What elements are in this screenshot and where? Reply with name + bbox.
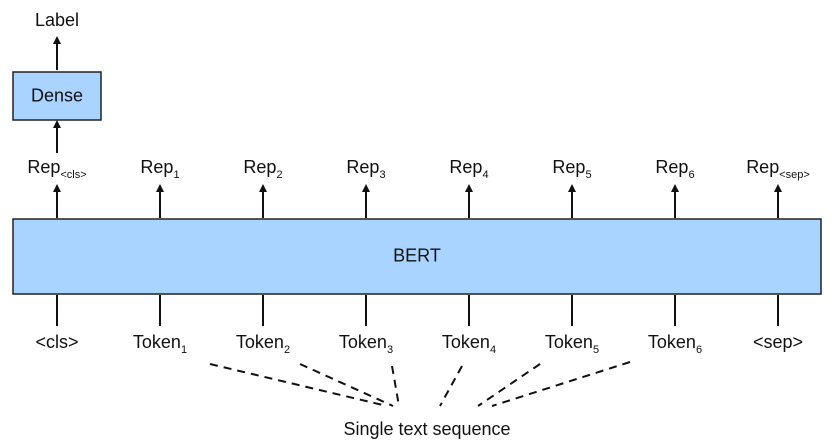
- rep-label-6-subscript: 6: [688, 169, 695, 181]
- token-label-2-text: Token: [235, 332, 284, 352]
- sequence-connector-1: [209, 363, 388, 407]
- rep-label-6-text: Rep: [655, 157, 689, 177]
- rep-label-7-subscript: <sep>: [779, 169, 810, 181]
- token-label-1-subscript: 1: [180, 344, 188, 356]
- token-label-0: <cls>: [35, 332, 78, 352]
- bert-box: [12, 218, 822, 295]
- token-label-3-subscript: 3: [386, 344, 394, 356]
- sequence-label: Single text sequence: [343, 419, 511, 439]
- token-label-7: <sep>: [753, 332, 803, 352]
- token-label-7-text: <sep>: [752, 332, 804, 352]
- bert-label: BERT: [393, 245, 441, 266]
- token-label-6-text: Token: [647, 332, 696, 352]
- token-label-1: Token1: [132, 332, 187, 356]
- rep-label-1-subscript: 1: [173, 169, 180, 181]
- rep-label-0: Rep<cls>: [27, 157, 86, 181]
- token-label-2: Token2: [235, 332, 290, 356]
- rep-label-6: Rep6: [655, 157, 694, 181]
- token-label-5-text: Token: [544, 332, 593, 352]
- rep-label-1: Rep1: [140, 157, 179, 181]
- rep-label-3: Rep3: [346, 157, 385, 181]
- token-label-1-text: Token: [132, 332, 181, 352]
- token-label-3: Token3: [338, 332, 393, 356]
- rep-label-7-text: Rep: [746, 157, 780, 177]
- token-label-0-text: <cls>: [35, 332, 79, 352]
- rep-label-3-subscript: 3: [379, 169, 386, 181]
- output-label: Label: [34, 10, 80, 30]
- token-label-4-subscript: 4: [489, 344, 497, 356]
- token-label-5: Token5: [544, 332, 599, 356]
- rep-label-4-subscript: 4: [482, 169, 489, 181]
- rep-label-4: Rep4: [449, 157, 488, 181]
- sequence-connector-3: [391, 365, 400, 407]
- dense-box: [12, 71, 102, 121]
- sequence-connector-5: [477, 363, 541, 407]
- dense-label: Dense: [30, 85, 84, 106]
- token-label-6-subscript: 6: [695, 344, 703, 356]
- token-label-2-subscript: 2: [283, 344, 291, 356]
- rep-label-2: Rep2: [243, 157, 282, 181]
- rep-label-7: Rep<sep>: [746, 157, 810, 181]
- rep-label-0-subscript: <cls>: [60, 169, 87, 181]
- rep-label-3-text: Rep: [346, 157, 380, 177]
- token-label-3-text: Token: [338, 332, 387, 352]
- sequence-connector-4: [439, 365, 463, 407]
- rep-label-2-subscript: 2: [276, 169, 283, 181]
- rep-label-5-text: Rep: [552, 157, 586, 177]
- token-label-5-subscript: 5: [592, 344, 600, 356]
- sequence-connector-2: [299, 363, 394, 407]
- rep-label-1-text: Rep: [140, 157, 174, 177]
- token-label-4: Token4: [441, 332, 496, 356]
- rep-label-5-subscript: 5: [585, 169, 592, 181]
- rep-label-5: Rep5: [552, 157, 591, 181]
- rep-label-4-text: Rep: [449, 157, 483, 177]
- rep-label-0-text: Rep: [27, 157, 61, 177]
- rep-label-2-text: Rep: [243, 157, 277, 177]
- sequence-connector-6: [491, 361, 631, 407]
- token-label-6: Token6: [647, 332, 702, 356]
- token-label-4-text: Token: [441, 332, 490, 352]
